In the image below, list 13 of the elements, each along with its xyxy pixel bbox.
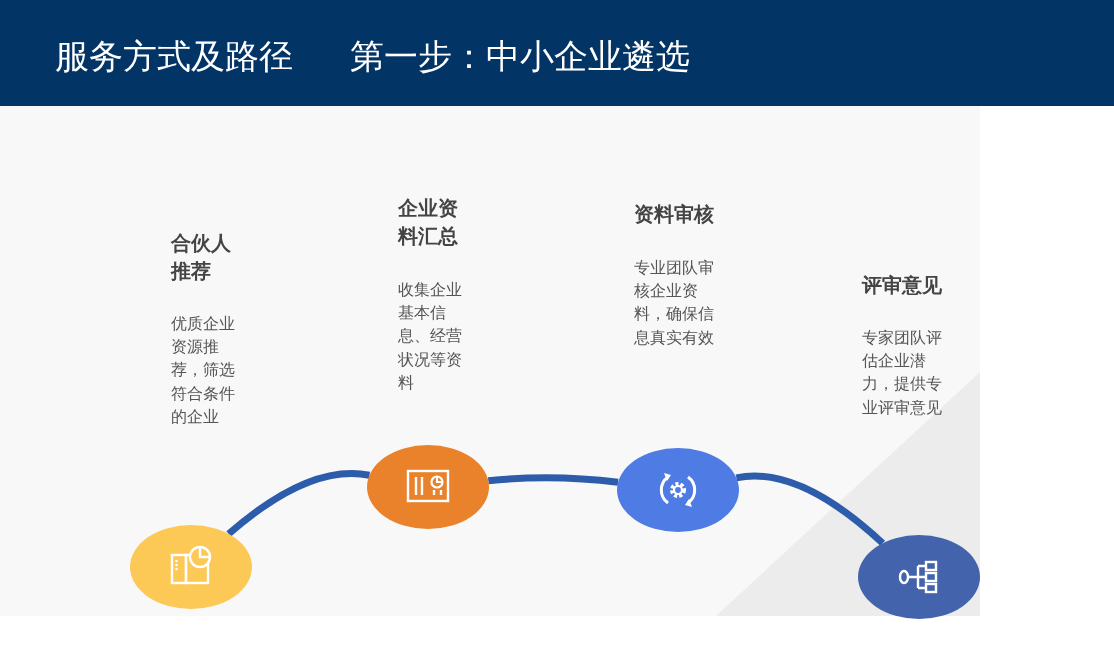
step-heading: 企业资料汇总: [398, 195, 459, 250]
step-heading: 合伙人推荐: [171, 230, 232, 285]
step-description: 优质企业资源推荐，筛选符合条件的企业: [171, 313, 236, 428]
step-heading: 资料审核: [634, 201, 714, 228]
curved-connector: [735, 472, 886, 546]
step-heading: 评审意见: [862, 272, 942, 299]
curved-connector: [226, 470, 370, 537]
title: 服务方式及路径: [55, 35, 293, 78]
step-description: 专业团队审核企业资料，确保信息真实有效: [634, 257, 715, 349]
step-description: 专家团队评估企业潜力，提供专业评审意见: [862, 327, 943, 419]
step-title: 第一步：中小企业遴选: [350, 35, 690, 78]
curved-connector: [488, 474, 619, 486]
step-description: 收集企业基本信息、经营状况等资料: [398, 279, 463, 394]
